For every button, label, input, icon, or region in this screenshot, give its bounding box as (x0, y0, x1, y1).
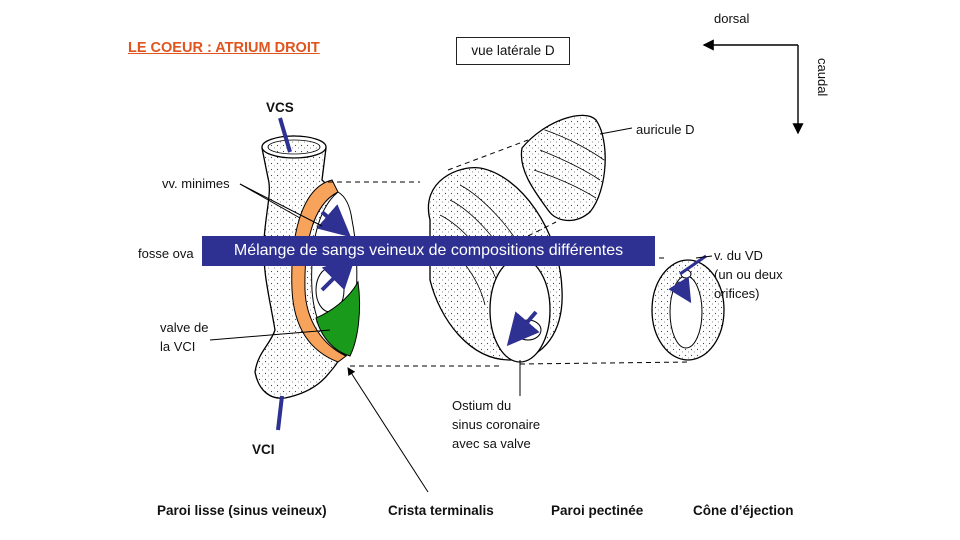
vv-minimes-label: vv. minimes (162, 176, 230, 191)
bottom-label-pectinate: Paroi pectinée (551, 503, 644, 518)
dorsal-label: dorsal (714, 11, 750, 26)
ostium-label-3: avec sa valve (452, 436, 531, 451)
valve-vci-label-2: la VCI (160, 339, 196, 354)
ostium-label-2: sinus coronaire (452, 417, 541, 432)
vcs-label: VCS (266, 100, 294, 115)
bottom-label-smooth-wall: Paroi lisse (sinus veineux) (157, 503, 327, 518)
flow-arrow-down (320, 256, 356, 292)
mixing-banner: Mélange de sangs veineux de compositions… (202, 236, 655, 266)
valve-vci (315, 280, 361, 357)
v-du-vd-label-2: (un ou deux (714, 267, 783, 282)
orientation-axes (702, 39, 804, 135)
v-du-vd-label-1: v. du VD (714, 248, 763, 263)
vci-label: VCI (252, 442, 275, 457)
outflow-cone (651, 254, 725, 361)
caudal-label: caudal (815, 58, 830, 97)
bottom-label-crista: Crista terminalis (388, 503, 494, 518)
ostium-label-1: Ostium du (452, 398, 512, 413)
valve-vci-label-1: valve de (160, 320, 209, 335)
bottom-label-cone: Cône d’éjection (693, 503, 794, 518)
flow-arrow-up (316, 204, 352, 238)
auricule-label: auricule D (636, 122, 695, 137)
fosse-ovale-label: fosse ova (138, 246, 194, 261)
vci-arrow (276, 395, 284, 431)
v-du-vd-label-3: orifices) (714, 286, 760, 301)
vcs-arrow (278, 117, 292, 153)
page-title: LE COEUR : ATRIUM DROIT (128, 40, 320, 56)
leader-lines (209, 127, 713, 493)
auricle (520, 114, 606, 222)
view-label: vue latérale D (456, 37, 570, 65)
